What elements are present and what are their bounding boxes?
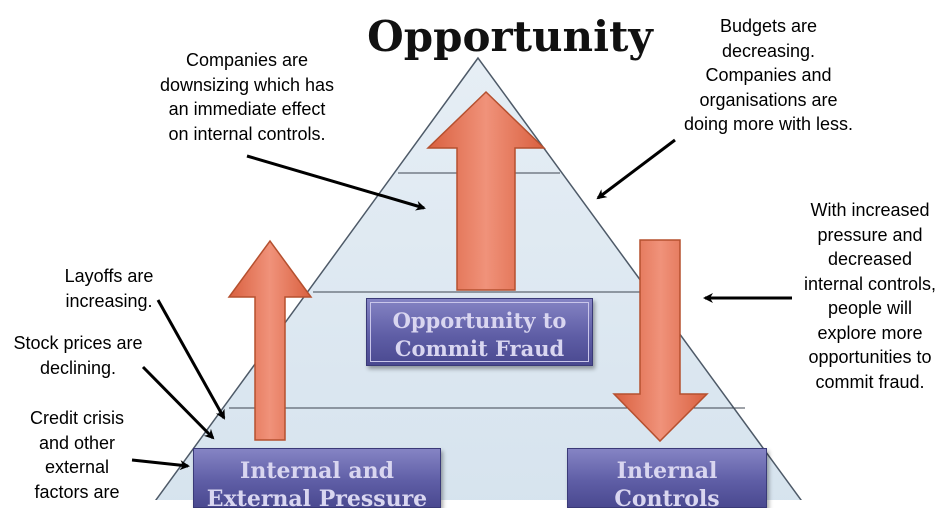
up-arrow-center (426, 90, 546, 291)
opportunity-box: Opportunity to Commit Fraud (366, 298, 593, 366)
controls-box-line1: Internal (616, 458, 718, 484)
controls-box: Internal Controls (567, 448, 767, 508)
pointer-arrow-budgets (596, 138, 676, 200)
up-arrow-left (227, 239, 313, 441)
annotation-budgets: Budgets are decreasing. Companies and or… (666, 14, 871, 137)
annotation-line: doing more with less. (683, 114, 854, 134)
annotation-line: declining. (39, 357, 117, 378)
annotation-layoffs: Layoffs are increasing. (50, 264, 168, 313)
annotation-line: Stock prices are (13, 333, 143, 353)
pressure-box-line2: External Pressure (206, 486, 428, 508)
controls-box-line2: Controls (614, 486, 720, 508)
annotation-line: Credit crisis (29, 408, 124, 428)
annotation-line: on internal controls. (168, 123, 326, 144)
annotation-line: opportunities to (808, 347, 932, 367)
annotation-line: explore more (817, 322, 923, 343)
annotation-line: increasing. (65, 290, 153, 311)
annotation-line: and other (38, 432, 116, 453)
annotation-line: factors are (34, 481, 120, 502)
annotation-stocks: Stock prices are declining. (0, 331, 156, 380)
annotation-downsizing: Companies are downsizing which has an im… (140, 48, 354, 146)
annotation-line: internal controls, (803, 273, 937, 294)
opportunity-box-line2: Commit Fraud (394, 336, 565, 361)
annotation-line: organisations are (699, 89, 838, 110)
annotation-line: decreasing. (721, 40, 816, 61)
diagram-title: Opportunity (367, 12, 653, 61)
down-arrow-right (612, 239, 709, 443)
annotation-line: decreased (827, 249, 913, 269)
annotation-line: With increased (810, 200, 930, 220)
annotation-line: downsizing which has (159, 74, 335, 95)
annotation-line: Companies are (185, 50, 309, 70)
annotation-line: commit fraud. (815, 371, 925, 392)
pointer-arrow-layoffs (156, 299, 226, 420)
annotation-credit: Credit crisis and other external factors… (18, 406, 136, 504)
opportunity-box-line1: Opportunity to (392, 308, 567, 333)
pointer-arrow-downsizing (246, 154, 426, 211)
annotation-line: Budgets are (719, 16, 818, 36)
annotation-line: Layoffs are (64, 266, 154, 286)
annotation-line: an immediate effect (168, 99, 326, 119)
pressure-box-line1: Internal and (240, 458, 394, 484)
annotation-line: external (44, 457, 110, 477)
annotation-line: people will (827, 298, 913, 318)
pressure-box: Internal and External Pressure (193, 448, 441, 508)
annotation-line: Companies and (705, 65, 832, 85)
annotation-line: pressure and (817, 224, 923, 245)
pointer-arrow-credit (131, 458, 190, 471)
annotation-pressure-note: With increased pressure and decreased in… (792, 198, 948, 394)
pointer-arrow-stocks (141, 365, 215, 440)
